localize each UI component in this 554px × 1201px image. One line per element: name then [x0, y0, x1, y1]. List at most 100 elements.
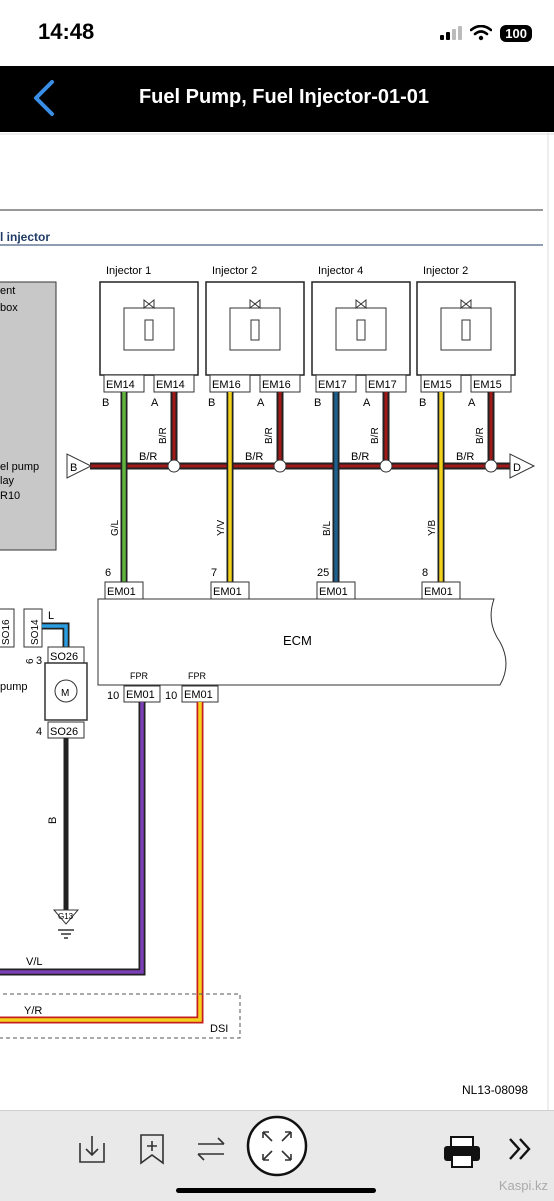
- ecm-label: ECM: [283, 633, 312, 648]
- ecm-connector-label: EM01: [213, 586, 242, 598]
- vl-wire: [0, 702, 146, 976]
- injector-inner: [123, 307, 175, 351]
- ecm-connector-label: EM01: [424, 586, 453, 598]
- injector-conn-right-label: EM15: [473, 379, 502, 391]
- injector-coil: [461, 319, 471, 341]
- signal-wire-label: B/L: [322, 521, 333, 536]
- ecm-connector-label: EM01: [319, 586, 348, 598]
- fpr-connector-1: FPR 10 EM01: [107, 671, 161, 703]
- so26-top-label: SO26: [50, 651, 78, 663]
- valve-icon: [249, 298, 261, 310]
- back-chevron-icon[interactable]: [26, 78, 66, 118]
- fpr-connector-2: FPR 10 EM01: [165, 671, 219, 703]
- fpr-label-2: FPR: [188, 671, 207, 681]
- injector-inner: [440, 307, 492, 351]
- clock: 14:48: [38, 19, 95, 44]
- supply-wire-label: B/R: [370, 427, 381, 444]
- injector-inner: [335, 307, 387, 351]
- fpr-pin-1: 10: [107, 690, 119, 702]
- next-icon[interactable]: [506, 1135, 534, 1163]
- pin-b-label: B: [419, 397, 426, 409]
- injector-conn-left-label: EM15: [423, 379, 452, 391]
- so26-bottom-label: SO26: [50, 726, 78, 738]
- wiring-diagram: l injector ent box el pump lay R10 B D I…: [0, 132, 554, 1110]
- supply-wire-label: B/R: [475, 427, 486, 444]
- dsi-box: [0, 993, 241, 1039]
- yr-wire-label: Y/R: [24, 1005, 42, 1017]
- so-cut-connector: [0, 608, 15, 648]
- ecm-pin-number: 8: [422, 567, 428, 579]
- fpr-label-1: FPR: [130, 671, 149, 681]
- yr-wire-color: [0, 702, 202, 1022]
- bus-marker-d: [509, 453, 536, 479]
- injector-conn-right-label: EM16: [262, 379, 291, 391]
- splice-point: [379, 459, 393, 473]
- bus-marker-b: [66, 453, 93, 479]
- injector-conn-left-label: EM17: [318, 379, 347, 391]
- motor-letter: M: [61, 688, 69, 699]
- splice-point: [273, 459, 287, 473]
- fpr-pin-2: 10: [165, 690, 177, 702]
- box-line-4: lay: [0, 475, 15, 487]
- bus-segment-label: B/R: [456, 451, 474, 463]
- pump-pin-3: 3: [36, 655, 42, 667]
- pin-b-label: B: [102, 397, 109, 409]
- splice-point: [167, 459, 181, 473]
- bookmark-add-icon[interactable]: [138, 1133, 166, 1165]
- valve-icon: [355, 298, 367, 310]
- ground-symbol: [52, 909, 80, 925]
- l-wire-color: [42, 624, 68, 650]
- cellular-signal-icon: [440, 26, 463, 40]
- injector-conn-left-label: EM16: [212, 379, 241, 391]
- l-wire-label: L: [48, 610, 54, 622]
- injector-name: Injector 2: [212, 265, 257, 277]
- injector-coil: [356, 319, 366, 341]
- status-bar: 14:48 100: [0, 0, 554, 66]
- pin-b-label: B: [208, 397, 215, 409]
- pump-label: pump: [0, 681, 28, 693]
- bus-marker-b-label: B: [70, 462, 77, 474]
- status-icons: 100: [440, 22, 532, 44]
- watermark: Kaspi.kz: [498, 1178, 548, 1193]
- valve-icon: [460, 298, 472, 310]
- bus-segment-label: B/R: [245, 451, 263, 463]
- l-wire: [42, 622, 70, 650]
- ecm-connector-label: EM01: [107, 586, 136, 598]
- document-code: NL13-08098: [462, 1083, 528, 1097]
- supply-wire-label: B/R: [158, 427, 169, 444]
- swap-icon[interactable]: [194, 1133, 228, 1165]
- injector-conn-right-label: EM17: [368, 379, 397, 391]
- home-indicator: [176, 1188, 376, 1193]
- signal-wire-label: Y/B: [427, 520, 438, 536]
- injector-conn-right-label: EM14: [156, 379, 185, 391]
- wiring-diagram-viewer[interactable]: l injector ent box el pump lay R10 B D I…: [0, 132, 554, 1110]
- bottom-toolbar: Kaspi.kz: [0, 1110, 554, 1201]
- motor-icon: [54, 679, 78, 703]
- dsi-label: DSI: [210, 1023, 228, 1035]
- fullscreen-icon[interactable]: [246, 1115, 308, 1177]
- pin-a-label: A: [468, 397, 476, 409]
- pin-a-label: A: [363, 397, 371, 409]
- bus-segment-label: B/R: [351, 451, 369, 463]
- box-line-3: el pump: [0, 461, 39, 473]
- signal-wire-label: Y/V: [216, 520, 227, 536]
- injector-name: Injector 1: [106, 265, 151, 277]
- so14-label: SO14: [30, 619, 41, 645]
- print-icon[interactable]: [442, 1135, 482, 1169]
- injector-name: Injector 2: [423, 265, 468, 277]
- wifi-icon: [470, 25, 493, 41]
- vl-wire-color: [0, 702, 144, 974]
- injector-coil: [250, 319, 260, 341]
- junction-box: [0, 281, 57, 551]
- bus-marker-d-label: D: [513, 462, 521, 474]
- download-icon[interactable]: [76, 1133, 108, 1165]
- valve-icon: [143, 298, 155, 310]
- injector-coil: [144, 319, 154, 341]
- injector-conn-left-label: EM14: [106, 379, 135, 391]
- supply-wire-label: B/R: [264, 427, 275, 444]
- section-label: l injector: [0, 230, 50, 244]
- signal-wire-label: G/L: [110, 519, 121, 536]
